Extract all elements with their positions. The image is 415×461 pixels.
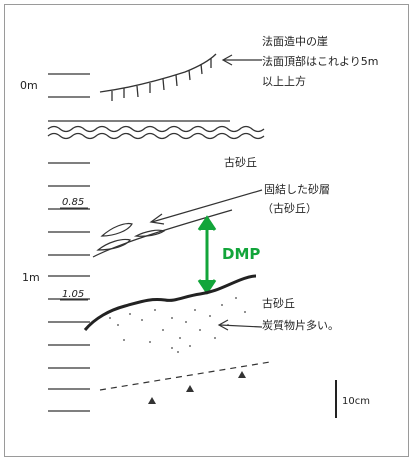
depth-ticks: [48, 73, 90, 412]
cliff-surface: [99, 53, 217, 101]
consolidated-sand-layer: [92, 209, 233, 258]
triangles: [148, 371, 246, 404]
measure-label-bottom: 1.05: [62, 289, 84, 300]
arrow-to-cliff: [221, 54, 262, 66]
consolidated-label-line2: （古砂丘）: [262, 202, 317, 215]
arrow-to-consolidated: [149, 189, 263, 225]
depth-label-1m: 1m: [22, 271, 40, 284]
dmp-label: DMP: [222, 245, 260, 263]
note-top-line1: 法面造中の崖: [262, 34, 328, 48]
note-top-line2: 法面頂部はこれより5m: [262, 54, 379, 68]
measure-label-top: 0.85: [62, 197, 84, 208]
carbonaceous-dots: [109, 297, 246, 353]
scale-bar-label: 10cm: [342, 396, 370, 407]
arrow-to-lower-dune: [217, 319, 263, 331]
lower-dune-label-line1: 古砂丘: [262, 297, 295, 310]
depth-label-0m: 0m: [20, 79, 38, 92]
lower-dune-label-line2: 炭質物片多い。: [262, 318, 339, 332]
lower-unit: [99, 361, 271, 391]
dmp-arrow: [197, 215, 217, 295]
lower-dune-boundary: [83, 274, 257, 331]
upper-dune-label: 古砂丘: [224, 156, 257, 169]
note-top-line3: 以上上方: [262, 74, 306, 88]
consolidated-label-line1: 固結した砂層: [264, 182, 330, 196]
break-lines: [47, 120, 265, 140]
